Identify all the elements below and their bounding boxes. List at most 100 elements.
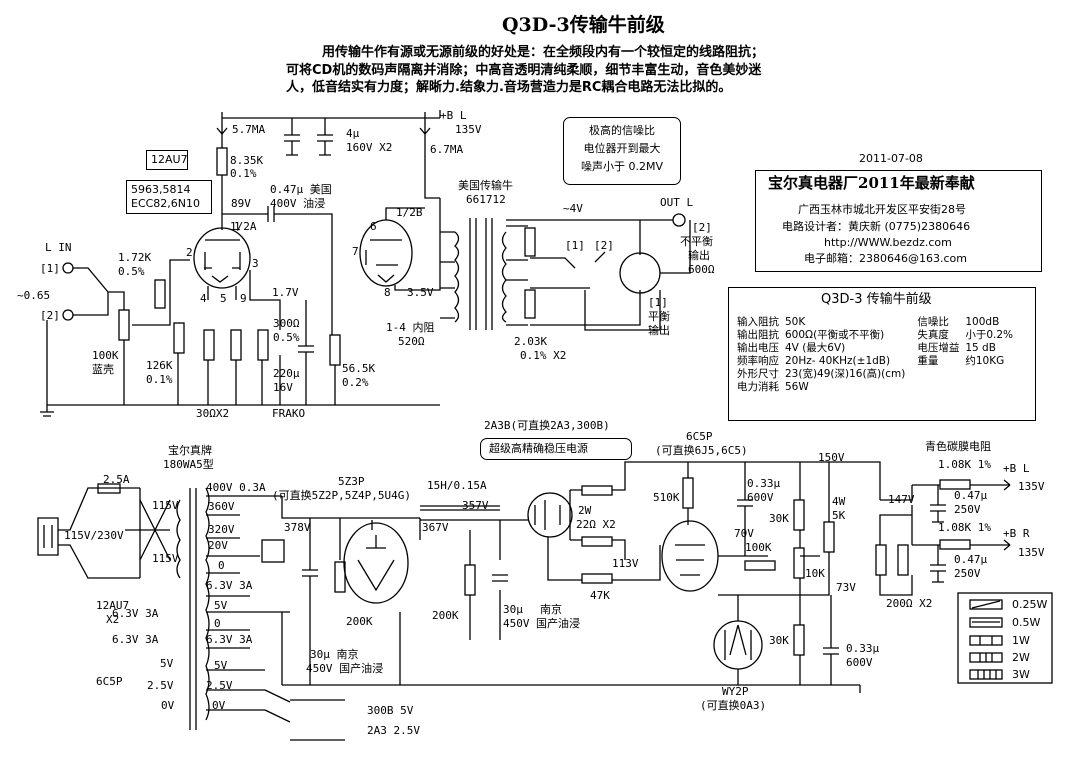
label-v135: 135V bbox=[455, 123, 482, 136]
iec-plug bbox=[37, 517, 59, 556]
fuse-body bbox=[97, 483, 121, 494]
label-r22-1: 22Ω X2 bbox=[576, 518, 616, 531]
spec-cell bbox=[965, 368, 1019, 381]
spec-cell: 56W bbox=[785, 381, 809, 393]
label-r4w-0: 4W bbox=[832, 495, 846, 508]
label-cap047-1: 400V 油浸 bbox=[270, 197, 326, 210]
legend-label-4: 2W bbox=[1012, 651, 1030, 664]
label-plusb: +B L bbox=[440, 109, 467, 122]
divider-wiring bbox=[718, 462, 830, 685]
cap-047a bbox=[930, 485, 946, 523]
label-c033b-1: 600V bbox=[846, 656, 873, 669]
tube-wy2p-internals bbox=[724, 624, 752, 660]
legend-label-3: 1W bbox=[1012, 634, 1030, 647]
label-c220-0: 220μ bbox=[273, 367, 300, 380]
label-r108a: 1.08K 1% bbox=[938, 458, 991, 471]
label-sec25: 2.5V bbox=[147, 679, 174, 692]
bplus-arrow-2 bbox=[419, 112, 431, 136]
label-r126-0: 126K bbox=[146, 359, 173, 372]
input-wiring bbox=[73, 259, 190, 405]
label-c30b_tag-1: 国产油浸 bbox=[536, 617, 580, 630]
r22b-body bbox=[581, 536, 613, 547]
transformer-core bbox=[469, 218, 493, 330]
legend-r1 bbox=[969, 599, 1003, 610]
label-aux6c5: 6C5P bbox=[96, 675, 123, 688]
label-prim0: 0V bbox=[212, 699, 226, 712]
label-bl: +B L bbox=[1003, 462, 1030, 475]
label-r200k_a: 200K bbox=[346, 615, 373, 628]
legend-r3-line bbox=[979, 636, 993, 645]
tube-6c5p bbox=[661, 520, 719, 592]
spec-cell: 20Hz- 40KHz(±1dB) bbox=[785, 355, 891, 367]
label-i67: 6.7MA bbox=[430, 143, 464, 156]
label-in_v: ~0.65 bbox=[17, 289, 51, 302]
r200-b-body bbox=[897, 544, 909, 576]
label-r4w-1: 5K bbox=[832, 509, 846, 522]
r30k-a-body bbox=[793, 499, 805, 531]
page-title: Q3D-3传输牛前级 bbox=[502, 14, 665, 36]
label-r200x2: 200Ω X2 bbox=[886, 597, 933, 610]
spec-cell: 输入阻抗 bbox=[737, 316, 779, 328]
legend-label-1: 0.25W bbox=[1012, 598, 1048, 611]
r30a-body bbox=[203, 329, 215, 361]
label-pin4: 4 bbox=[200, 292, 207, 305]
r203b-body bbox=[524, 289, 536, 319]
label-r200k_b: 200K bbox=[432, 609, 459, 622]
bplus-rail bbox=[222, 110, 441, 135]
r100k-body bbox=[744, 560, 776, 571]
spec-cell: 重量 bbox=[917, 355, 939, 367]
label-outl: OUT L bbox=[660, 196, 694, 209]
r203a-body bbox=[524, 227, 536, 257]
r47k-body bbox=[581, 573, 613, 584]
label-c30b_tag-0: 南京 bbox=[540, 603, 562, 616]
label-xfmr_in-1: 520Ω bbox=[398, 335, 425, 348]
r172-body bbox=[154, 279, 166, 309]
r565-body bbox=[329, 334, 341, 366]
tube-12au7 bbox=[193, 227, 251, 289]
label-sec400: 400V 0.3A bbox=[206, 481, 266, 494]
tube1-alt-box: 5963,5814 ECC82,6N10 bbox=[126, 180, 212, 214]
tube-5z3p-internals bbox=[357, 535, 395, 592]
bplus-arrow-1 bbox=[216, 112, 228, 136]
label-r30k_b: 30K bbox=[769, 634, 789, 647]
label-r565-1: 0.2% bbox=[342, 376, 369, 389]
transformer-coil-l bbox=[454, 231, 460, 323]
label-c30a-0: 30μ 南京 bbox=[310, 648, 359, 661]
label-v73: 73V bbox=[836, 581, 856, 594]
label-sel-0: 300B 5V bbox=[367, 704, 414, 717]
r4w-body bbox=[823, 521, 835, 553]
label-prim5: 5V bbox=[214, 659, 228, 672]
xlr-jack bbox=[619, 252, 661, 294]
tube-6c5p-internals bbox=[675, 544, 705, 576]
date-label: 2011-07-08 bbox=[859, 152, 923, 165]
spec-cell: 信噪比 bbox=[917, 316, 949, 328]
r200k-b-body bbox=[464, 564, 476, 596]
label-r30k_a: 30K bbox=[769, 512, 789, 525]
cap-4u-a bbox=[284, 134, 300, 156]
label-r510: 510K bbox=[653, 491, 680, 504]
label-r300-0: 300Ω bbox=[273, 317, 300, 330]
pot-body bbox=[118, 309, 130, 341]
label-v17: 1.7V bbox=[272, 286, 299, 299]
label-v357: 357V bbox=[462, 499, 489, 512]
label-r172-0: 1.72K bbox=[118, 251, 152, 264]
label-xfmr-1: 661712 bbox=[466, 193, 506, 206]
company-box: 宝尔真电器厂2011年最新奉献 广西玉林市城北开发区平安街28号 电路设计者：黄… bbox=[755, 170, 1042, 272]
legend-r3 bbox=[969, 635, 1003, 646]
label-v150: 150V bbox=[818, 451, 845, 464]
jack-1 bbox=[62, 262, 74, 274]
tube-2a3b bbox=[527, 492, 573, 538]
r565-wire bbox=[331, 240, 336, 405]
spec-cell: 频率响应 bbox=[737, 355, 779, 367]
company-designer: 电路设计者：黄庆新 (0775)2380646 bbox=[782, 220, 971, 233]
out-jack bbox=[672, 213, 686, 227]
snr-line-3: 噪声小于 0.2MV bbox=[580, 160, 663, 173]
label-mains: 115V/230V bbox=[64, 529, 124, 542]
spec-cell: 15 dB bbox=[965, 342, 996, 354]
label-v113: 113V bbox=[612, 557, 639, 570]
label-pin9: 9 bbox=[240, 292, 247, 305]
label-sec360: 360V bbox=[208, 500, 235, 513]
